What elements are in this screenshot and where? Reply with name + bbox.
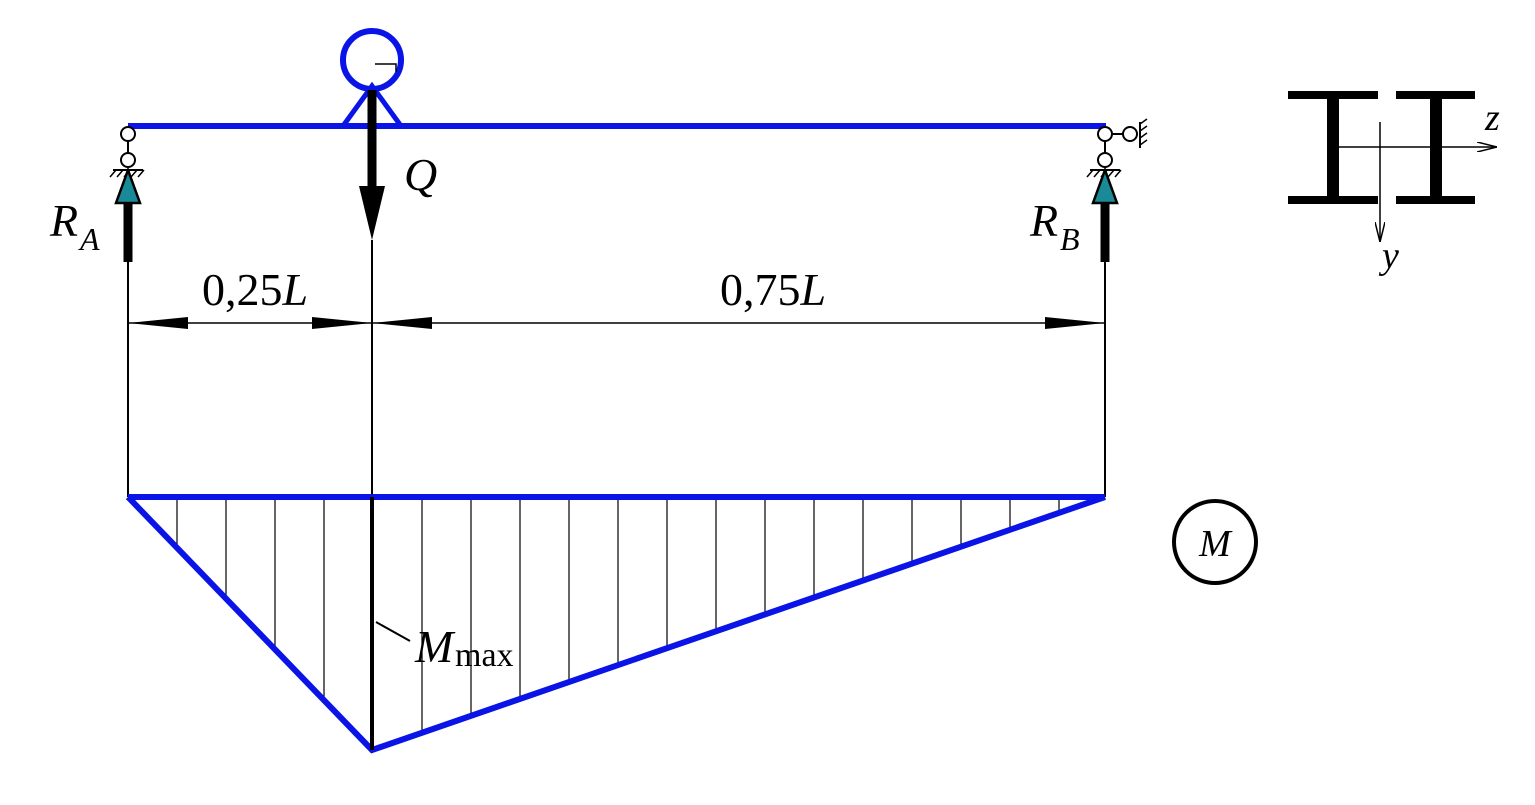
moment-hatching <box>176 497 1060 733</box>
z-axis-label: z <box>1484 97 1500 139</box>
moment-symbol: M <box>1172 499 1258 585</box>
mmax-leader <box>375 621 411 642</box>
reaction-b-arrow <box>1091 166 1119 262</box>
left-span-label: 0,25L <box>202 264 308 315</box>
svg-text:B: B <box>1060 221 1080 257</box>
svg-text:M: M <box>1198 523 1233 565</box>
reaction-b-label: R B <box>1029 195 1080 257</box>
reaction-a-label: R A <box>49 195 100 257</box>
svg-text:A: A <box>78 221 100 257</box>
force-label: Q <box>404 149 437 200</box>
svg-text:max: max <box>455 637 514 674</box>
pulley-icon <box>340 28 404 128</box>
force-q-arrow <box>359 90 385 240</box>
reaction-a-arrow <box>114 166 142 262</box>
svg-text:R: R <box>49 195 78 246</box>
right-span-label: 0,75L <box>720 264 826 315</box>
i-beam-section-icon <box>1288 91 1475 204</box>
mmax-label: M max <box>414 621 514 674</box>
y-axis-label: y <box>1378 235 1399 277</box>
svg-text:M: M <box>414 621 456 672</box>
svg-text:R: R <box>1029 195 1058 246</box>
